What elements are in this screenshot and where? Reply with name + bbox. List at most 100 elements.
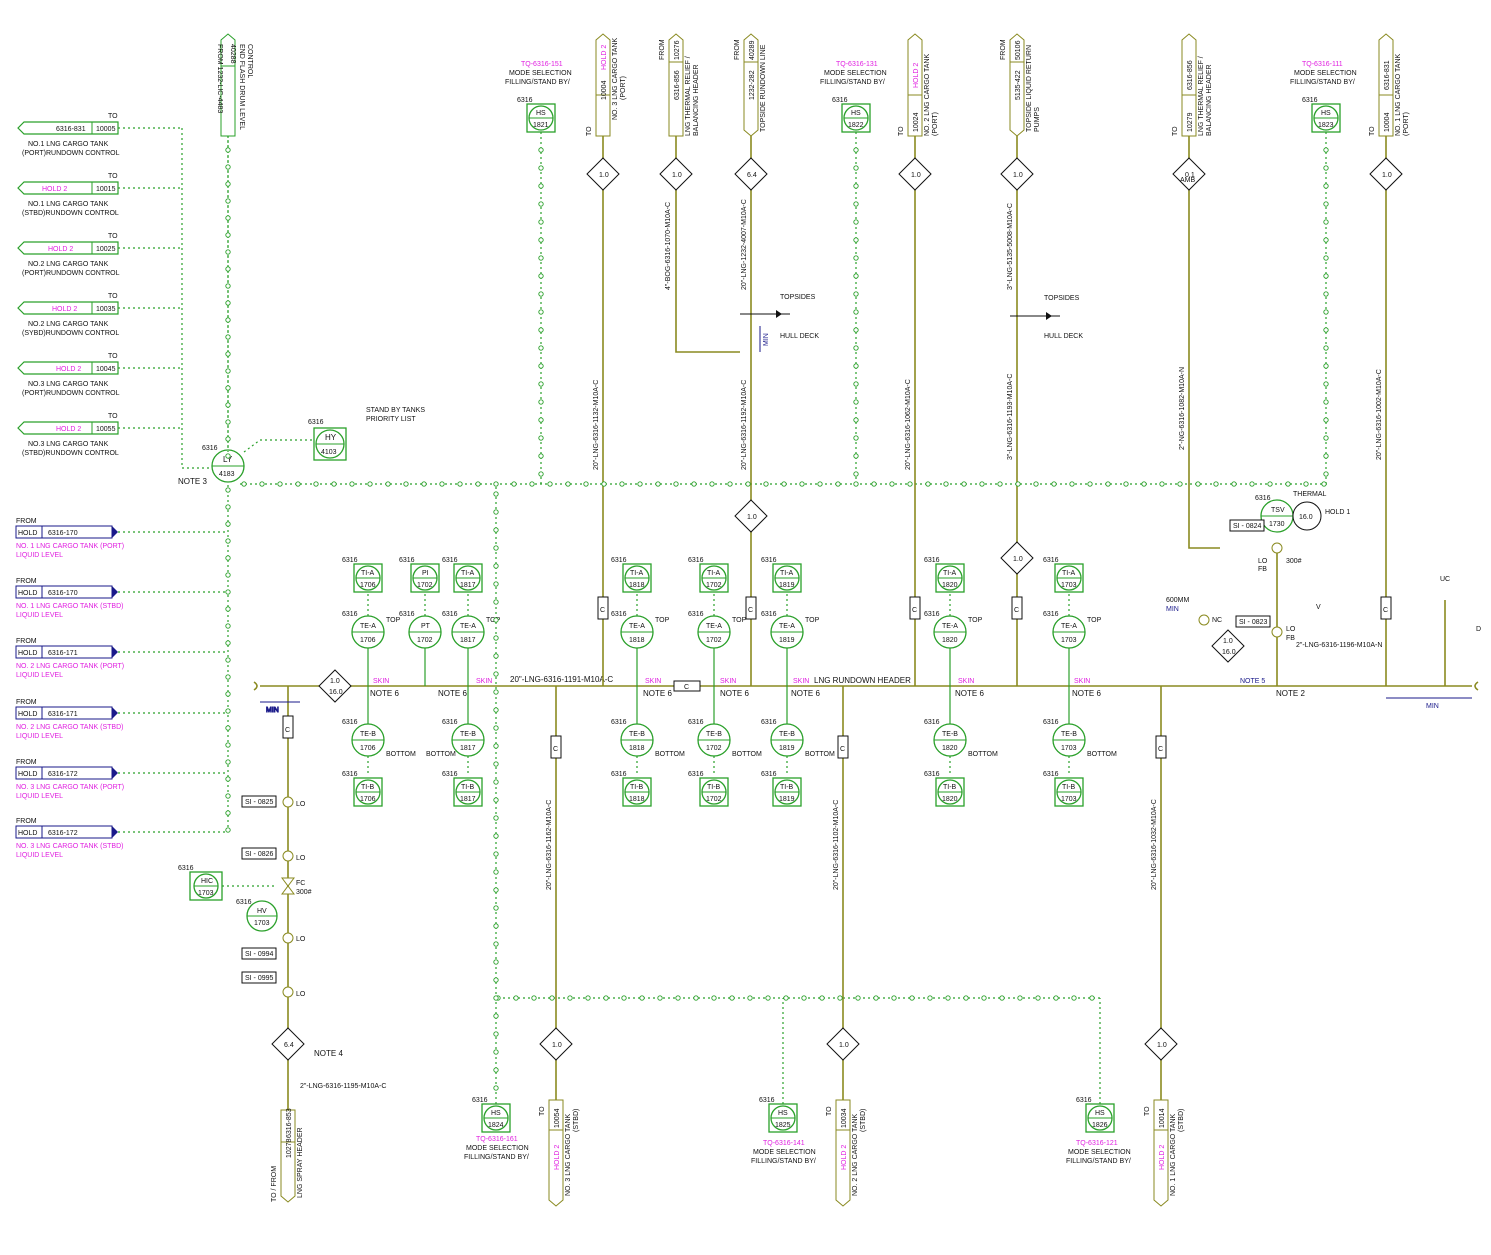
instrument-text: 6316 (442, 719, 458, 726)
svg-text:1.0: 1.0 (599, 172, 609, 179)
svg-text:10015: 10015 (96, 186, 116, 193)
spray-branch: C MIN SI - 0825 LO SI - 0826 LO SI - 099… (178, 701, 343, 1203)
left-input-connectors: FROM HOLD 6316-170 NO. 1 LNG CARGO TANK … (15, 130, 229, 859)
svg-text:TOPSIDE LIQUID RETURN: TOPSIDE LIQUID RETURN (1026, 45, 1033, 132)
instrument-text: 1702 (706, 745, 722, 752)
instrument-text: 1706 (360, 637, 376, 644)
temp-set: TI-A17036316TE-A17036316TOPTE-B17036316B… (1043, 557, 1117, 807)
svg-text:1821: 1821 (533, 122, 549, 129)
svg-text:1.0: 1.0 (552, 1042, 562, 1049)
svg-text:PUMPS: PUMPS (1034, 107, 1041, 132)
svg-text:MIN: MIN (1166, 606, 1179, 613)
svg-text:PT: PT (421, 623, 431, 630)
svg-text:4"-BOG-6316-1070-M10A-C: 4"-BOG-6316-1070-M10A-C (665, 202, 672, 290)
instrument-text: TOP (486, 617, 501, 624)
instrument-text: 6316 (611, 719, 627, 726)
svg-text:0.1: 0.1 (1185, 172, 1195, 179)
svg-text:1.0: 1.0 (747, 514, 757, 521)
svg-text:5135-422: 5135-422 (1015, 70, 1022, 100)
svg-text:FROM: FROM (734, 39, 741, 60)
instrument-text: 1819 (779, 637, 795, 644)
instrument-text: 6316 (688, 611, 704, 618)
instrument-text: 1818 (629, 582, 645, 589)
svg-text:1.0: 1.0 (1013, 556, 1023, 563)
svg-text:1.0: 1.0 (1157, 1042, 1167, 1049)
temp-set: TI-A17026316TE-A17026316TOPTE-B17026316B… (688, 557, 762, 807)
svg-text:FB: FB (1258, 566, 1267, 573)
header-name-label: LNG RUNDOWN HEADER (814, 676, 911, 685)
svg-text:SI - 0823: SI - 0823 (1239, 619, 1268, 626)
svg-text:6316: 6316 (178, 865, 194, 872)
svg-text:6316-170: 6316-170 (48, 530, 78, 537)
svg-text:TQ-6316-121: TQ-6316-121 (1076, 1140, 1118, 1147)
svg-text:SKIN: SKIN (720, 678, 736, 685)
svg-text:1232-282: 1232-282 (749, 70, 756, 100)
svg-text:TO: TO (586, 126, 593, 136)
svg-text:SI - 0994: SI - 0994 (245, 951, 274, 958)
svg-text:LO: LO (296, 936, 306, 943)
svg-text:TQ-6316-131: TQ-6316-131 (836, 61, 878, 68)
svg-text:TE-A: TE-A (460, 623, 476, 630)
instrument-text: 6316 (611, 611, 627, 618)
header-line-label: 20"-LNG-6316-1191-M10A-C (510, 675, 613, 684)
temp-set: TI-A18186316TE-A18186316TOPTE-B18186316B… (611, 557, 685, 807)
svg-text:20"-LNG-6316-1032-M10A-C: 20"-LNG-6316-1032-M10A-C (1151, 799, 1158, 890)
svg-text:2"-LNG-6316-1195-M10A-C: 2"-LNG-6316-1195-M10A-C (300, 1083, 386, 1090)
svg-text:3"-LNG-6316-1193-M10A-C: 3"-LNG-6316-1193-M10A-C (1007, 374, 1014, 460)
svg-text:1.0: 1.0 (672, 172, 682, 179)
svg-text:C: C (748, 607, 753, 614)
svg-text:HULL DECK: HULL DECK (780, 333, 819, 340)
svg-text:MODE SELECTION: MODE SELECTION (1068, 1149, 1131, 1156)
instrument-text: TOP (805, 617, 820, 624)
svg-text:NO. 2 LNG CARGO TANK (STBD): NO. 2 LNG CARGO TANK (STBD) (16, 724, 123, 731)
svg-text:50106: 50106 (1015, 40, 1022, 60)
svg-text:HS: HS (778, 1110, 788, 1117)
svg-text:FILLING/STAND BY/: FILLING/STAND BY/ (751, 1158, 816, 1165)
svg-text:1.0: 1.0 (911, 172, 921, 179)
svg-text:10054: 10054 (554, 1108, 561, 1128)
svg-text:16.0: 16.0 (1222, 649, 1236, 656)
svg-text:FILLING/STAND BY/: FILLING/STAND BY/ (1290, 79, 1355, 86)
svg-text:MODE SELECTION: MODE SELECTION (509, 70, 572, 77)
svg-text:TO: TO (539, 1106, 546, 1116)
instrument-text: TOP (1087, 617, 1102, 624)
instrument-text: 6316 (442, 557, 458, 564)
svg-text:(PORT)RUNDOWN CONTROL: (PORT)RUNDOWN CONTROL (22, 150, 120, 157)
svg-text:LO: LO (296, 801, 306, 808)
svg-text:20"-LNG-6316-1062-M10A-C: 20"-LNG-6316-1062-M10A-C (905, 379, 912, 470)
svg-text:TOPSIDES: TOPSIDES (1044, 295, 1080, 302)
svg-text:LNG THERMAL RELIEF /: LNG THERMAL RELIEF / (1198, 56, 1205, 136)
svg-text:TI-A: TI-A (943, 570, 957, 577)
svg-text:6316: 6316 (308, 419, 324, 426)
svg-text:LIQUID LEVEL: LIQUID LEVEL (16, 733, 63, 740)
svg-text:TOPSIDES: TOPSIDES (780, 294, 816, 301)
svg-text:HOLD: HOLD (18, 650, 37, 657)
svg-text:TOPSIDE RUNDOWN LINE: TOPSIDE RUNDOWN LINE (760, 44, 767, 132)
svg-text:TI-A: TI-A (630, 570, 644, 577)
svg-text:TO: TO (108, 293, 118, 300)
svg-text:TO: TO (1172, 126, 1179, 136)
svg-text:NO. 2 LNG CARGO TANK: NO. 2 LNG CARGO TANK (924, 53, 931, 136)
svg-text:NO. 3 LNG CARGO TANK (PORT): NO. 3 LNG CARGO TANK (PORT) (16, 784, 124, 791)
svg-text:TO: TO (898, 126, 905, 136)
svg-text:NO.1 LNG CARGO TANK: NO.1 LNG CARGO TANK (28, 201, 109, 208)
svg-text:HOLD 2: HOLD 2 (42, 186, 67, 193)
svg-text:6316: 6316 (202, 445, 218, 452)
svg-text:10004: 10004 (601, 80, 608, 100)
rundown-header: 20"-LNG-6316-1191-M10A-C LNG RUNDOWN HEA… (253, 675, 1479, 691)
svg-text:6316: 6316 (1255, 495, 1271, 502)
instrument-text: 6316 (342, 771, 358, 778)
svg-text:(STBD): (STBD) (1178, 1109, 1185, 1132)
out-num-1: 10005 (96, 126, 116, 133)
svg-text:6316-171: 6316-171 (48, 650, 78, 657)
instrument-text: BOTTOM (386, 751, 416, 758)
instrument-text: 1818 (629, 796, 645, 803)
svg-text:FROM: FROM (16, 518, 37, 525)
svg-text:10276: 10276 (674, 40, 681, 60)
svg-text:V: V (1316, 604, 1321, 611)
